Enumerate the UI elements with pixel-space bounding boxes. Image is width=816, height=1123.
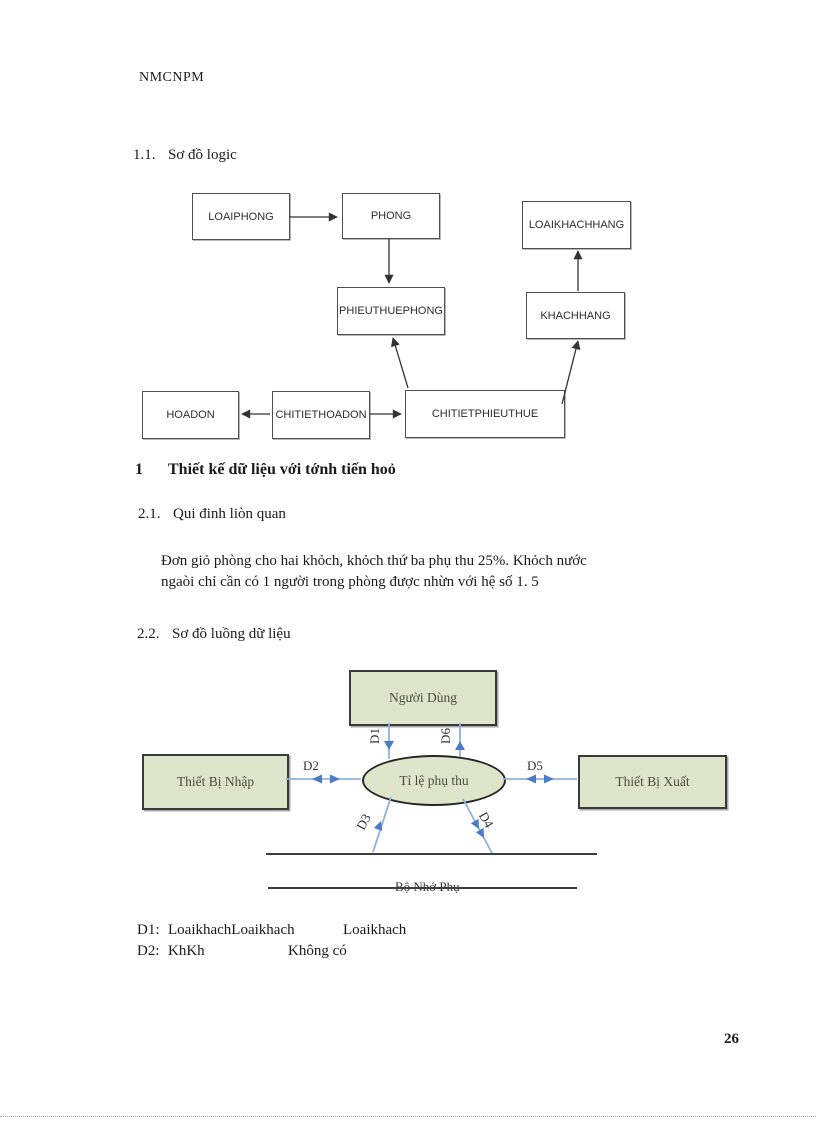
entity-loaikhachhang-label: LOAIKHACHHANG — [528, 219, 625, 231]
dfd-process-ellipse: Tỉ lệ phụ thu — [362, 755, 506, 806]
dfd-flow-label-d2: D2 — [303, 758, 319, 773]
rule-paragraph-line2: ngaòi chỉ cần có 1 người trong phòng đượ… — [161, 574, 539, 590]
legend-d2-col2: Không có — [288, 943, 347, 959]
heading-1: 1 Thiết kế dữ liệu với tớnh tiến hoỏ — [135, 461, 396, 479]
legend-d1-label: D1: — [137, 922, 160, 938]
heading-2-1: 2.1. Qui đinh liòn quan — [138, 506, 286, 523]
entity-phong-label: PHONG — [370, 210, 412, 222]
dfd-user-label: Người Dùng — [388, 690, 458, 705]
heading-2-2: 2.2. Sơ đồ luồng dữ liệu — [137, 626, 291, 643]
legend-d2-label: D2: — [137, 943, 160, 959]
arrow-chitietphieuthue-phieuthuephong — [390, 337, 409, 389]
legend-d1-col2: Loaikhach — [343, 922, 407, 938]
heading-1-number: 1 — [135, 461, 143, 478]
entity-hoadon-label: HOADON — [166, 409, 215, 421]
arrowhead-d2-right — [330, 774, 340, 784]
dfd-output-device-box: Thiết Bị Xuất — [578, 755, 727, 809]
entity-loaiphong-label: LOAIPHONG — [208, 210, 274, 223]
bottom-divider — [0, 1116, 816, 1117]
heading-1-1-text: Sơ đồ logic — [168, 147, 237, 163]
entity-phong: PHONG — [342, 193, 440, 239]
arrowhead-d2-left — [312, 774, 322, 784]
entity-khachhang: KHACHHANG — [526, 292, 625, 339]
heading-2-1-number: 2.1. — [138, 506, 161, 522]
heading-2-1-text: Qui đinh liòn quan — [173, 506, 286, 522]
dfd-input-device-label: Thiết Bị Nhập — [176, 774, 255, 789]
entity-loaiphong: LOAIPHONG — [192, 193, 290, 240]
flow-legend: D1: LoaikhachLoaikhach Loaikhach D2: KhK… — [137, 922, 537, 964]
heading-1-1: 1.1. Sơ đồ logic — [133, 147, 237, 164]
heading-2-2-number: 2.2. — [137, 626, 160, 642]
arrowhead-d5-right — [544, 774, 554, 784]
dfd-flow-label-d4: D4 — [475, 809, 497, 831]
legend-row-d2: D2: KhKh Không có — [137, 943, 537, 964]
dfd-input-device-box: Thiết Bị Nhập — [142, 754, 289, 810]
dfd-flow-label-d6: D6 — [437, 728, 453, 744]
dfd-flow-label-d5: D5 — [527, 758, 543, 773]
entity-phieuthuephong-label: PHIEUTHUEPHONG — [339, 305, 443, 317]
page-header: NMCNPM — [139, 70, 205, 85]
entity-phieuthuephong: PHIEUTHUEPHONG — [337, 287, 445, 335]
heading-1-1-number: 1.1. — [133, 147, 156, 163]
legend-row-d1: D1: LoaikhachLoaikhach Loaikhach — [137, 922, 537, 943]
arrowhead-d5-left — [526, 774, 536, 784]
dfd-user-box: Người Dùng — [349, 670, 497, 726]
entity-loaikhachhang: LOAIKHACHHANG — [522, 201, 631, 249]
arrowhead-d3-up — [373, 821, 383, 831]
heading-1-text: Thiết kế dữ liệu với tớnh tiến hoỏ — [168, 461, 396, 478]
entity-khachhang-label: KHACHHANG — [540, 309, 611, 322]
flow-line-d3 — [372, 796, 392, 853]
dfd-flow-label-d1: D1 — [366, 728, 382, 744]
entity-chitietphieuthue-label: CHITIETPHIEUTHUE — [431, 408, 539, 420]
page-number: 26 — [724, 1031, 739, 1047]
dfd-flow-label-d3: D3 — [353, 811, 374, 833]
dfd-process-label: Tỉ lệ phụ thu — [399, 772, 469, 788]
entity-chitiethoadon: CHITIETHOADON — [272, 391, 370, 439]
dfd-output-device-label: Thiết Bị Xuất — [615, 774, 690, 789]
arrowhead-d1-down — [384, 741, 394, 750]
heading-2-2-text: Sơ đồ luồng dữ liệu — [172, 626, 291, 642]
entity-chitietphieuthue: CHITIETPHIEUTHUE — [405, 390, 565, 438]
rule-paragraph-line1: Đơn giỏ phòng cho hai khỏch, khỏch thứ b… — [161, 553, 587, 569]
entity-chitiethoadon-label: CHITIETHOADON — [275, 409, 367, 421]
legend-d1-col1: LoaikhachLoaikhach — [168, 922, 295, 938]
rule-paragraph: Đơn giỏ phòng cho hai khỏch, khỏch thứ b… — [161, 551, 681, 593]
entity-hoadon: HOADON — [142, 391, 239, 439]
arrowhead-d6-up — [455, 741, 465, 750]
legend-d2-col1: KhKh — [168, 943, 205, 959]
dfd-storage-label: Bộ Nhớ Phụ — [392, 879, 463, 895]
